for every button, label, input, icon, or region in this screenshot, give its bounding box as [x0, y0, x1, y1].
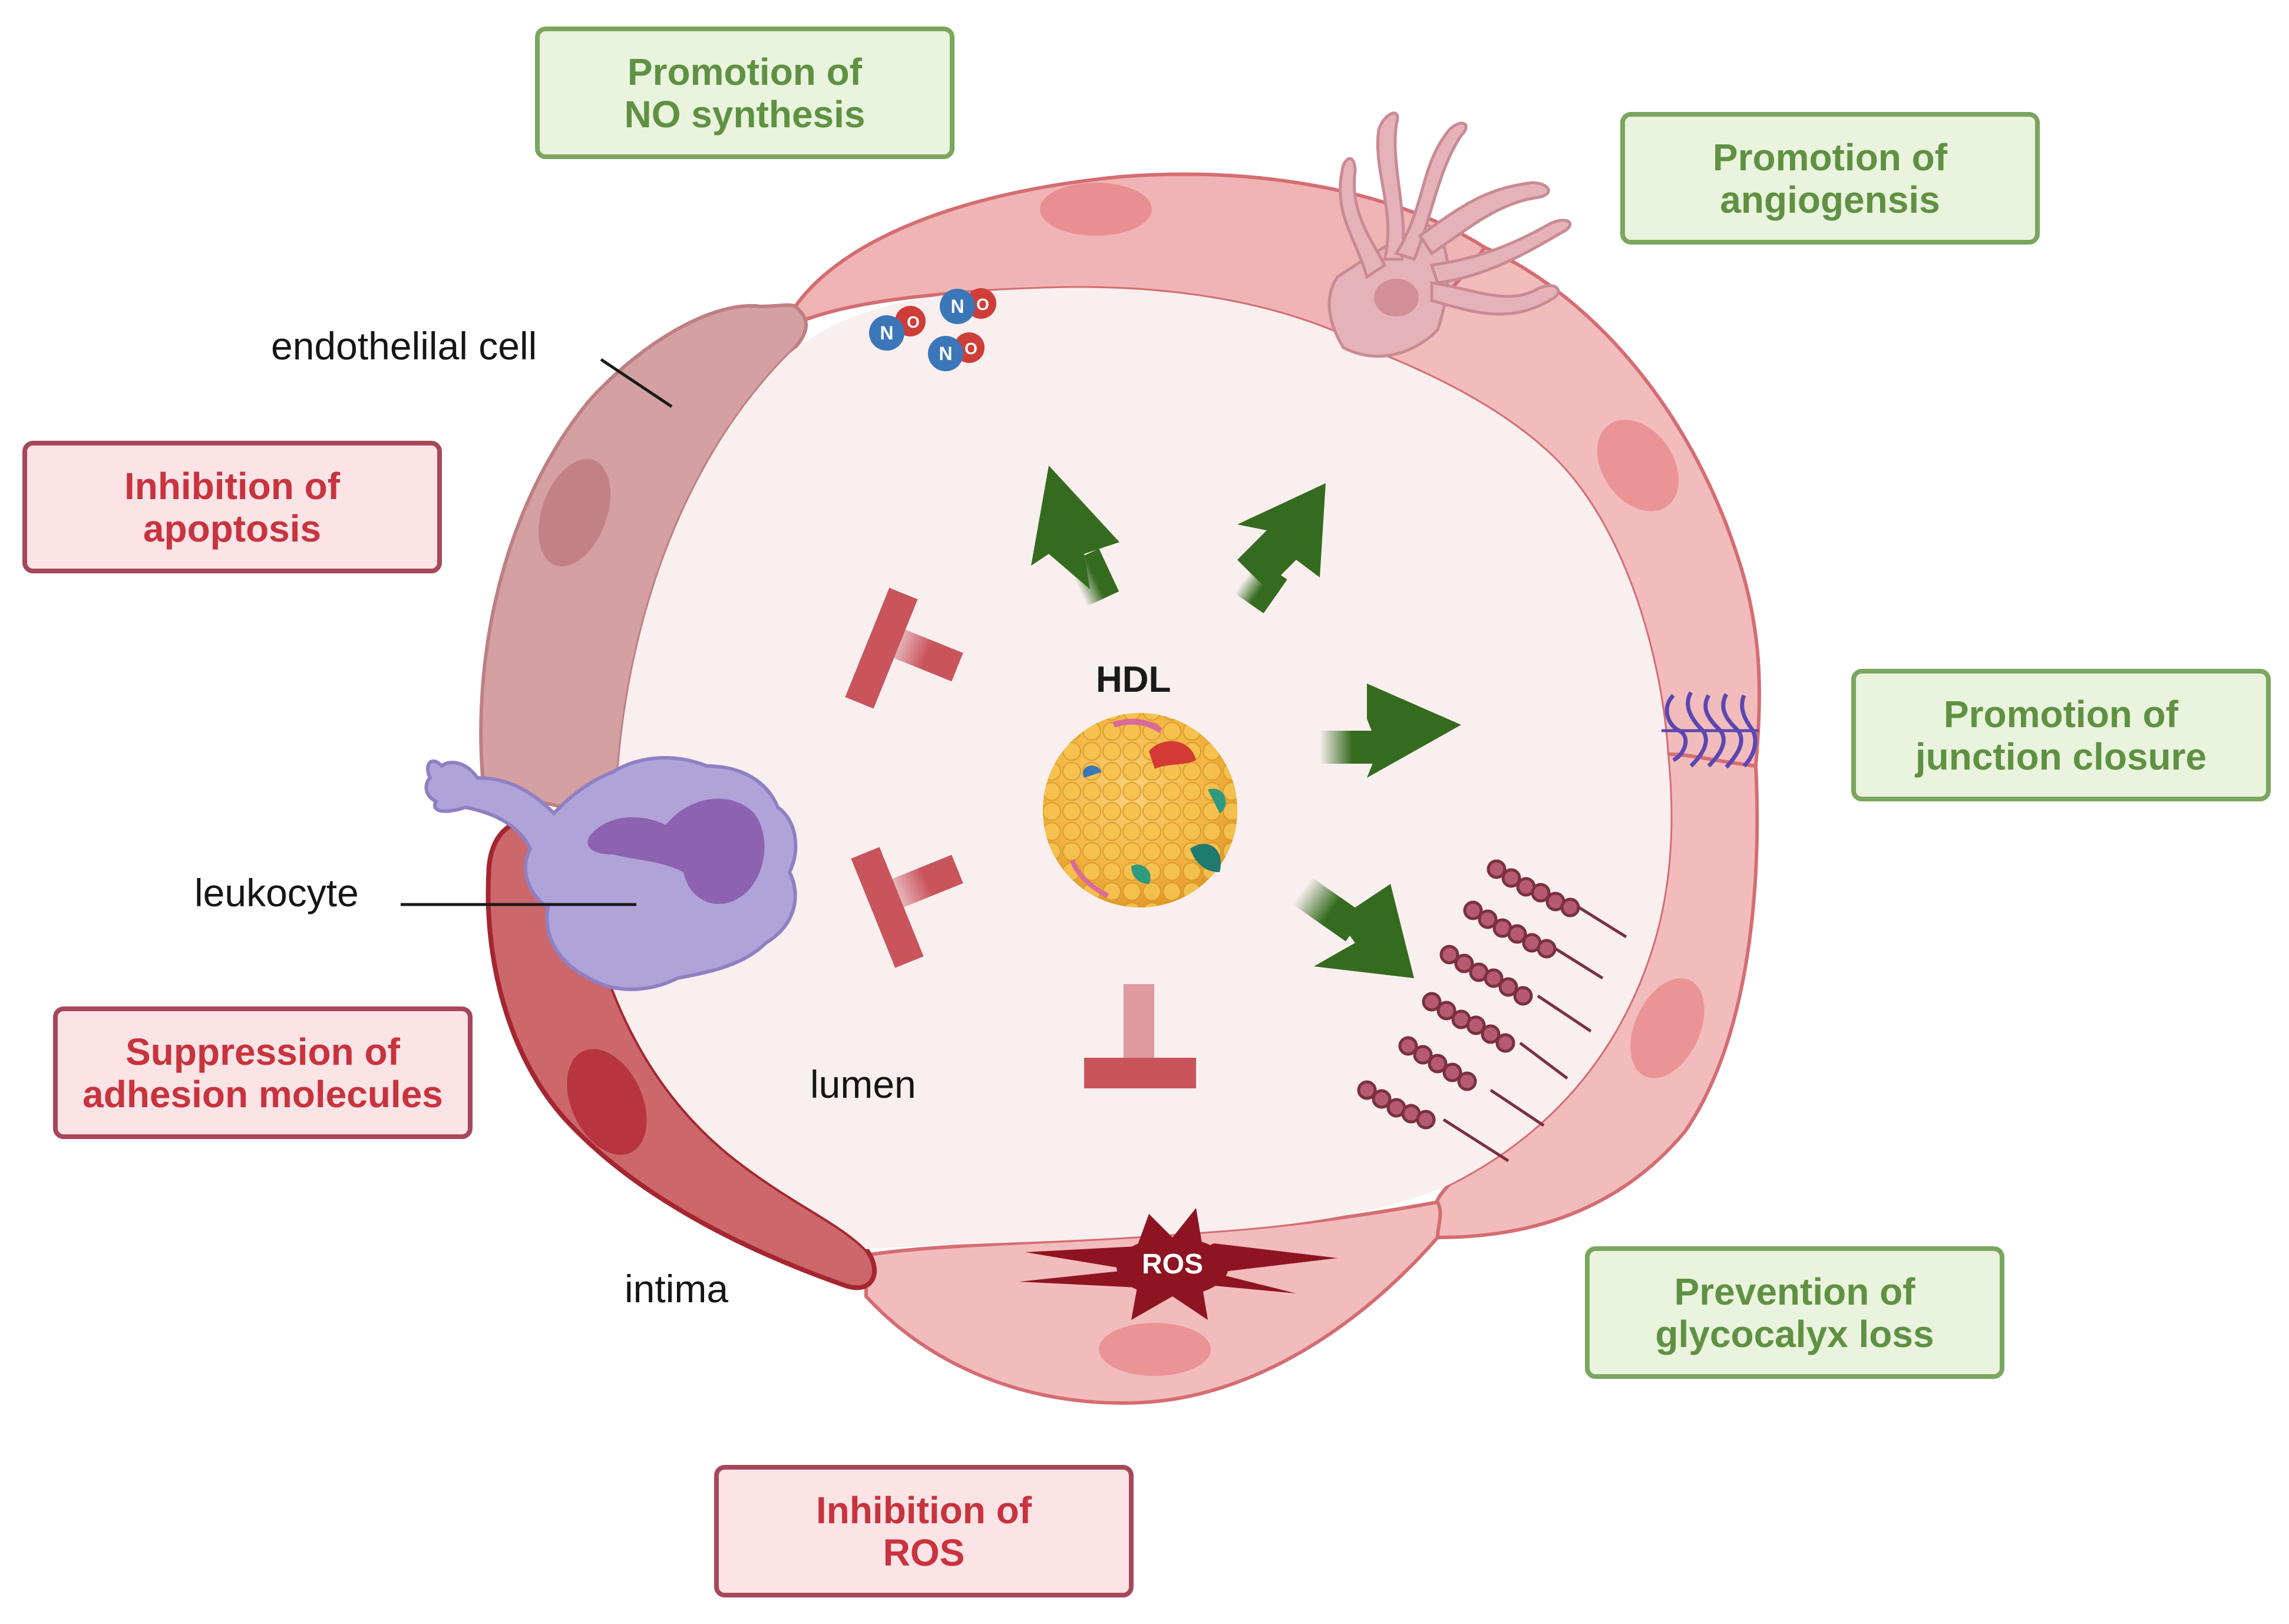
effect-line1: Promotion of [1712, 136, 1948, 179]
nucleus [567, 1049, 647, 1155]
effect-line1: Promotion of [1943, 692, 2179, 735]
promotion-arrows [1031, 466, 1461, 978]
effect-angiogenesis: Promotion of angiogensis [1620, 112, 2040, 245]
no-molecule: N O [940, 288, 996, 324]
effect-line2: ROS [883, 1531, 965, 1574]
effect-line2: angiogensis [1720, 178, 1940, 221]
arrow-right [1320, 684, 1461, 778]
effect-line1: Promotion of [627, 50, 863, 93]
no-atom-n: N [880, 322, 893, 344]
endothelial-cell-label: endothelilal cell [271, 324, 537, 368]
effect-apoptosis: Inhibition of apoptosis [22, 441, 442, 573]
endothelial-pointer-line [600, 358, 673, 408]
no-atom-o: O [907, 313, 920, 331]
effect-glycocalyx: Prevention of glycocalyx loss [1585, 1246, 2004, 1379]
effect-line2: glycocalyx loss [1655, 1312, 1934, 1355]
endothelial-wall [479, 172, 1761, 1405]
no-atom-o: O [976, 295, 989, 313]
leukocyte-cell [424, 756, 798, 991]
intima-label: intima [625, 1267, 729, 1311]
ros-burst [1019, 1208, 1337, 1320]
no-molecule: N O [928, 332, 985, 371]
effect-adhesion: Suppression of adhesion molecules [53, 1006, 473, 1139]
effect-line2: junction closure [1915, 735, 2207, 778]
nucleus [1630, 978, 1705, 1078]
no-atom-o: O [965, 339, 977, 358]
no-atom-n: N [950, 296, 964, 317]
arrow-up-left [1031, 466, 1119, 606]
hdl-particle [1043, 713, 1237, 907]
glycocalyx [1357, 859, 1627, 1163]
inhibit-apoptosis-bar [845, 587, 963, 709]
hdl-label: HDL [1096, 659, 1171, 700]
arrow-up-right [1234, 483, 1326, 613]
nucleus [1040, 183, 1152, 236]
nucleus [1099, 1323, 1211, 1376]
effect-junction-closure: Promotion of junction closure [1851, 669, 2271, 801]
sprouting-cell [1327, 111, 1572, 358]
arrow-down-right [1292, 877, 1414, 978]
no-molecule: N O [869, 306, 926, 351]
no-molecules: N O N O N O [869, 288, 996, 371]
effect-line2: adhesion molecules [82, 1072, 443, 1115]
inhibit-ros-bar [1084, 984, 1196, 1088]
lumen-label: lumen [810, 1062, 916, 1106]
effect-no-synthesis: Promotion of NO synthesis [535, 27, 954, 159]
effect-ros-inhibition: Inhibition of ROS [714, 1465, 1134, 1597]
inhibit-adhesion-bar [851, 847, 963, 968]
effect-line2: NO synthesis [624, 93, 866, 136]
ros-label: ROS [1141, 1249, 1203, 1280]
effect-line1: Prevention of [1674, 1270, 1915, 1313]
nucleus [538, 458, 611, 567]
inhibition-bars [845, 587, 1196, 1088]
effect-line2: apoptosis [143, 507, 322, 550]
effect-line1: Suppression of [125, 1030, 400, 1073]
nucleus [1597, 420, 1679, 511]
effect-line1: Inhibition of [815, 1488, 1032, 1531]
tight-junction [1662, 691, 1759, 769]
no-atom-n: N [939, 343, 952, 364]
leukocyte-label: leukocyte [194, 871, 359, 915]
effect-line1: Inhibition of [124, 464, 341, 507]
